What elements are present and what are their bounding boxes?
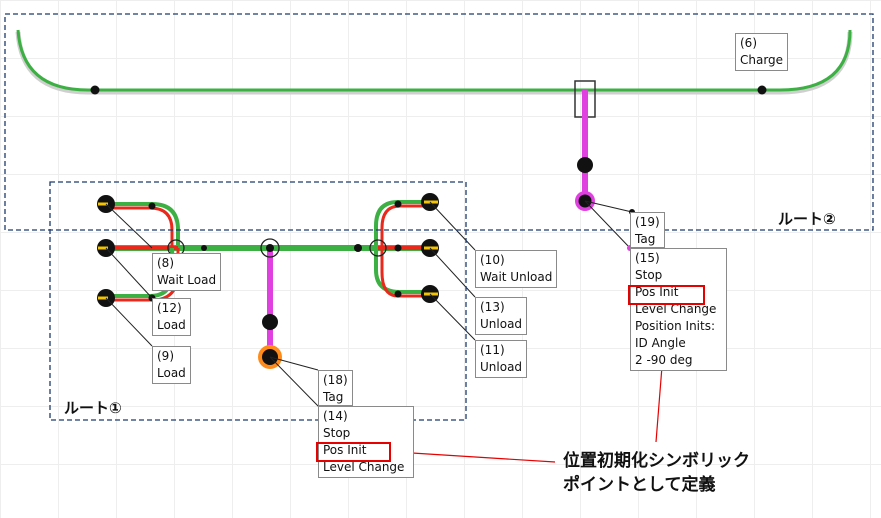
node-top-right — [757, 85, 767, 95]
leader-12 — [105, 247, 153, 299]
leader-8 — [105, 203, 153, 249]
label-15-stop: Stop — [635, 268, 663, 282]
leader-18 — [269, 356, 319, 371]
node-right-pre — [354, 244, 362, 252]
label-15-position-inits: Position Inits: — [635, 319, 716, 333]
node-left-post — [201, 245, 207, 251]
label-11: (11) Unload — [475, 340, 528, 378]
node-right-bottom-b — [394, 290, 402, 298]
label-12-text: Load — [157, 318, 186, 332]
node-top-left — [90, 85, 100, 95]
node-spur-15-mid — [577, 157, 593, 173]
label-15-id: (15) — [635, 251, 660, 265]
label-8-id: (8) — [157, 256, 174, 270]
route-2-box — [4, 13, 874, 231]
leader-11 — [429, 293, 476, 341]
label-15-id-angle: ID Angle — [635, 336, 686, 350]
label-6-id: (6) — [740, 36, 757, 50]
leader-9 — [105, 297, 153, 347]
junction-center — [266, 244, 274, 252]
label-19-text: Tag — [635, 232, 656, 246]
label-13-text: Unload — [480, 317, 523, 331]
label-11-id: (11) — [480, 343, 505, 357]
track-right-top-green — [374, 200, 430, 248]
track-right-top-red — [380, 204, 430, 248]
label-14-stop: Stop — [323, 426, 351, 440]
label-15-level-change: Level Change — [635, 302, 717, 316]
label-8: (8) Wait Load — [152, 253, 222, 291]
label-8-text: Wait Load — [157, 273, 217, 287]
node-left-top-b — [148, 202, 156, 210]
node-spur-14-mid — [262, 314, 278, 330]
label-10-id: (10) — [480, 253, 505, 267]
node-right-mid-b — [394, 244, 402, 252]
label-10: (10) Wait Unload — [475, 250, 558, 288]
annotation-text: 位置初期化シンボリック ポイントとして定義 — [563, 449, 750, 497]
label-12: (12) Load — [152, 298, 191, 336]
label-6: (6) Charge — [735, 33, 789, 71]
label-15-pos-init: Pos Init — [635, 285, 679, 299]
route-2-label: ルート② — [778, 210, 836, 228]
label-9-id: (9) — [157, 349, 174, 363]
label-9: (9) Load — [152, 346, 191, 384]
label-18: (18) Tag — [318, 370, 353, 406]
junction-ring-center — [260, 238, 280, 258]
label-19-id: (19) — [635, 215, 660, 229]
annotation-line-2: ポイントとして定義 — [563, 475, 716, 495]
label-14-pos-init: Pos Init — [323, 443, 367, 457]
junction-ring-right — [369, 239, 387, 257]
label-13: (13) Unload — [475, 297, 528, 335]
arrow-line-14 — [411, 452, 556, 463]
leader-19 — [584, 200, 633, 213]
label-9-text: Load — [157, 366, 186, 380]
route-1-box — [49, 181, 467, 421]
leader-13 — [429, 247, 476, 298]
route-1-label: ルート① — [64, 399, 122, 417]
leader-14 — [269, 356, 321, 409]
node-right-top-b — [394, 200, 402, 208]
leader-10 — [429, 201, 476, 251]
annotation-line-1: 位置初期化シンボリック — [563, 451, 750, 471]
label-18-text: Tag — [323, 390, 344, 404]
label-14-level-change: Level Change — [323, 460, 405, 474]
label-15: (15) Stop Pos Init Level Change Position… — [630, 248, 727, 371]
label-15-angle-value: 2 -90 deg — [635, 353, 693, 367]
leader-15 — [584, 200, 631, 249]
label-6-text: Charge — [740, 53, 784, 67]
label-18-id: (18) — [323, 373, 348, 387]
track-left-top-green — [106, 202, 180, 248]
label-12-id: (12) — [157, 301, 182, 315]
highlight-pos-init-14 — [316, 442, 391, 462]
label-11-text: Unload — [480, 360, 523, 374]
label-14-id: (14) — [323, 409, 348, 423]
label-19: (19) Tag — [630, 212, 665, 248]
highlight-pos-init-15 — [628, 285, 705, 305]
label-13-id: (13) — [480, 300, 505, 314]
track-shadow-top — [15, 31, 853, 95]
track-top-loop — [16, 29, 852, 92]
label-10-text: Wait Unload — [480, 270, 553, 284]
